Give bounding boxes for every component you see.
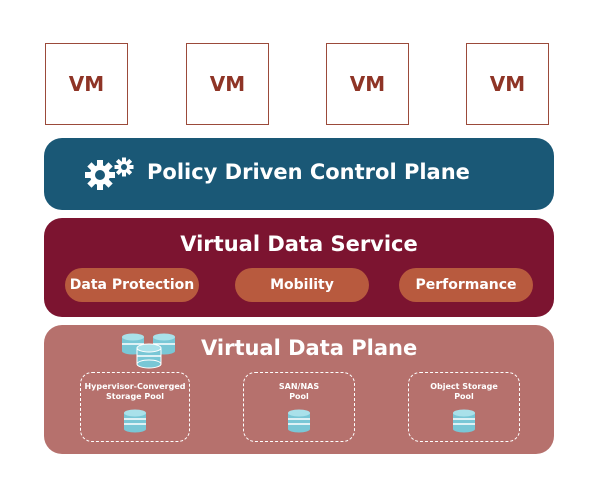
pool-label-line2: Pool (454, 392, 474, 401)
pool-box: SAN/NAS Pool (243, 372, 355, 442)
pool-label: Object Storage Pool (409, 382, 519, 402)
pool-label: Hypervisor-Converged Storage Pool (81, 382, 189, 402)
performance-pill: Performance (399, 268, 533, 302)
data-service-title: Virtual Data Service (180, 232, 418, 256)
data-plane-panel: Virtual Data Plane Hypervisor-Converged … (44, 325, 554, 454)
gears-icon (84, 157, 136, 195)
database-icon (122, 409, 148, 437)
database-stack-icon (120, 333, 178, 373)
pool-label-line1: Object Storage (430, 382, 498, 391)
vm-box: VM (466, 43, 549, 125)
pool-label-line2: Storage Pool (106, 392, 164, 401)
pool-box: Object Storage Pool (408, 372, 520, 442)
data-service-panel: Virtual Data Service Data Protection Mob… (44, 218, 554, 317)
control-plane-title: Policy Driven Control Plane (147, 160, 470, 184)
vm-box: VM (326, 43, 409, 125)
mobility-pill: Mobility (235, 268, 369, 302)
vm-label: VM (349, 72, 386, 96)
database-icon (451, 409, 477, 437)
control-plane-panel: Policy Driven Control Plane (44, 138, 554, 210)
vm-label: VM (489, 72, 526, 96)
pool-box: Hypervisor-Converged Storage Pool (80, 372, 190, 442)
vm-label: VM (209, 72, 246, 96)
vm-label: VM (68, 72, 105, 96)
vm-box: VM (186, 43, 269, 125)
pool-label: SAN/NAS Pool (244, 382, 354, 402)
data-protection-pill: Data Protection (65, 268, 199, 302)
database-icon (286, 409, 312, 437)
pool-label-line1: Hypervisor-Converged (84, 382, 186, 391)
vm-box: VM (45, 43, 128, 125)
pool-label-line1: SAN/NAS (278, 382, 320, 391)
pool-label-line2: Pool (289, 392, 309, 401)
data-plane-title: Virtual Data Plane (201, 336, 418, 360)
